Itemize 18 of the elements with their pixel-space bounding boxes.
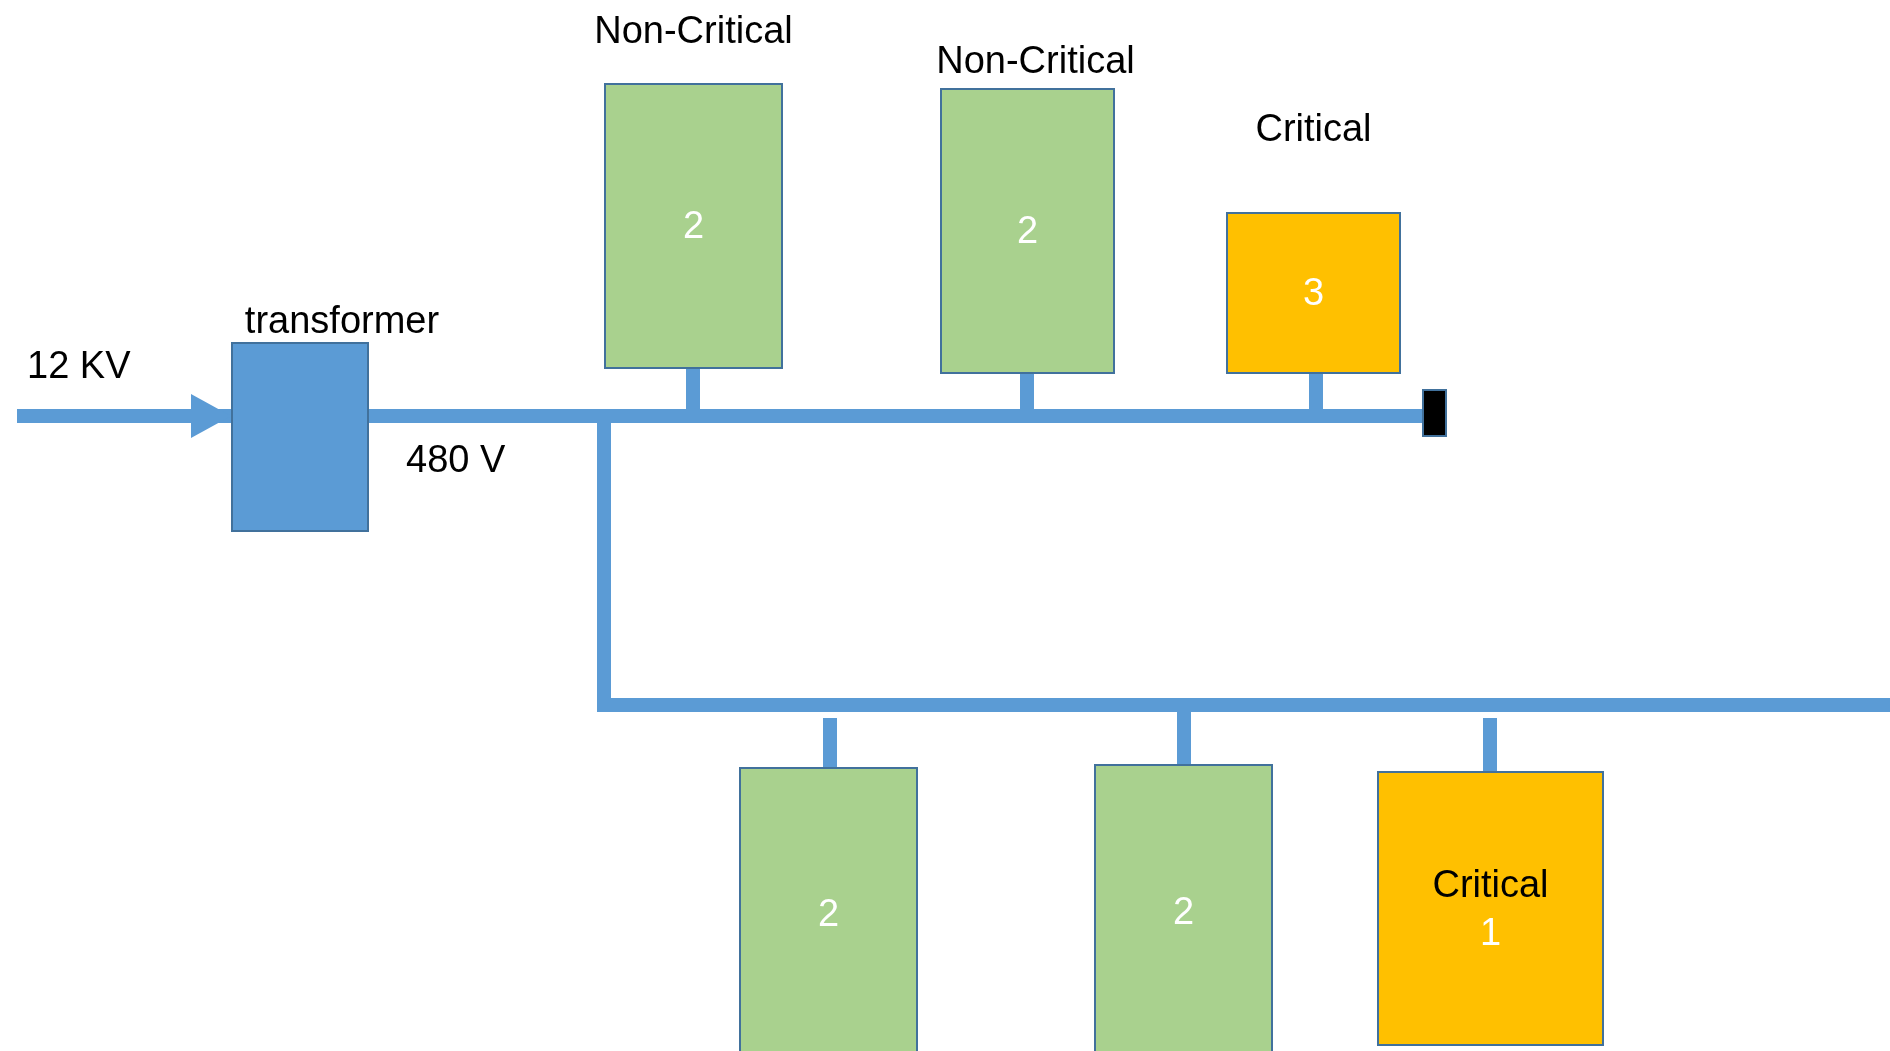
load-category-label: Non-Critical <box>594 9 793 52</box>
load-category-label: Critical <box>1255 107 1372 150</box>
load-priority-number: 1 <box>1479 909 1502 955</box>
load-priority-number: 2 <box>682 203 705 249</box>
load-box <box>1377 771 1604 1046</box>
load-category-label: Non-Critical <box>936 39 1135 82</box>
load-category-label: Critical <box>1432 862 1549 907</box>
voltage-label: 12 KV <box>27 343 131 387</box>
load-priority-number: 2 <box>1016 208 1039 254</box>
load-priority-number: 2 <box>817 890 840 936</box>
load-box <box>739 767 918 1051</box>
load-priority-number: 2 <box>1172 889 1195 935</box>
load-box <box>1094 764 1273 1051</box>
load-priority-number: 3 <box>1302 270 1325 316</box>
bus-terminal <box>1422 389 1447 437</box>
transformer-label: transformer <box>244 299 440 342</box>
voltage-label: 480 V <box>406 437 506 481</box>
feeder-arrow <box>17 394 231 438</box>
